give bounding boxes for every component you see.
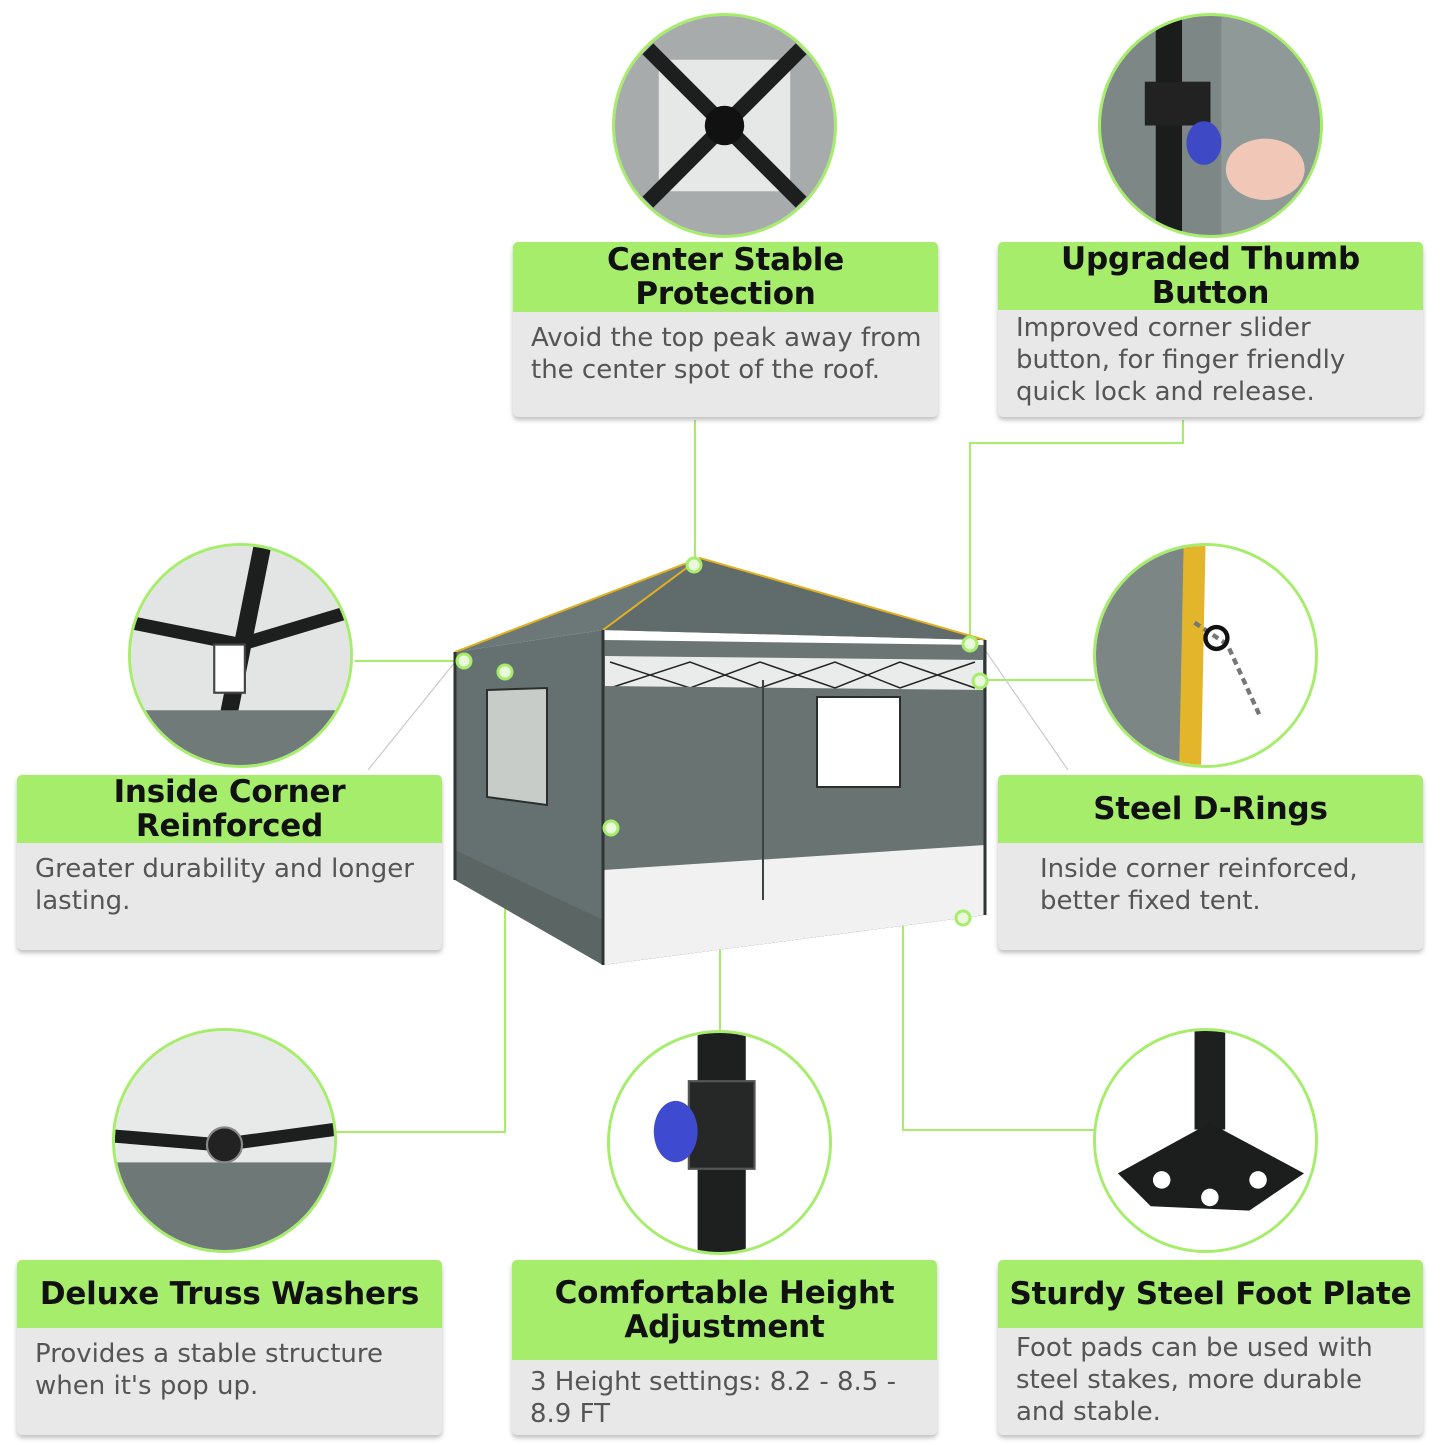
roof-center-photo <box>612 13 837 238</box>
thumb-button-photo <box>1098 13 1323 238</box>
feature-description: Provides a stable structure when it's po… <box>35 1339 384 1401</box>
foot-plate-photo <box>1093 1028 1318 1253</box>
height-adjuster-photo <box>607 1030 832 1255</box>
feature-card-truss-washers: Deluxe Truss Washers Provides a stable s… <box>17 1260 442 1435</box>
feature-card-d-rings: Steel D-Rings Inside corner reinforced, … <box>998 775 1423 950</box>
truss-washer-photo <box>112 1028 337 1253</box>
feature-title: Center Stable Protection <box>513 242 938 312</box>
feature-description: Avoid the top peak away from the center … <box>531 323 922 385</box>
feature-description: 3 Height settings: 8.2 - 8.5 - 8.9 FT <box>530 1367 896 1429</box>
feature-title: Deluxe Truss Washers <box>17 1260 442 1328</box>
inside-corner-photo <box>128 543 353 768</box>
feature-card-height-adjustment: Comfortable Height Adjustment 3 Height s… <box>512 1260 937 1435</box>
feature-title: Steel D-Rings <box>998 775 1423 843</box>
feature-description: Improved corner slider button, for finge… <box>1016 313 1346 407</box>
feature-card-foot-plate: Sturdy Steel Foot Plate Foot pads can be… <box>998 1260 1423 1435</box>
feature-title: Inside Corner Reinforced <box>17 775 442 843</box>
feature-card-thumb-button: Upgraded Thumb Button Improved corner sl… <box>998 242 1423 417</box>
feature-description: Inside corner reinforced, better fixed t… <box>1040 854 1358 916</box>
feature-description: Greater durability and longer lasting. <box>35 854 414 916</box>
feature-title: Upgraded Thumb Button <box>998 242 1423 310</box>
feature-card-center-stable: Center Stable Protection Avoid the top p… <box>513 242 938 417</box>
feature-title: Comfortable Height Adjustment <box>512 1260 937 1360</box>
feature-description: Foot pads can be used with steel stakes,… <box>1016 1333 1373 1427</box>
feature-card-inside-corner: Inside Corner Reinforced Greater durabil… <box>17 775 442 950</box>
feature-title: Sturdy Steel Foot Plate <box>998 1260 1423 1328</box>
d-ring-photo <box>1093 543 1318 768</box>
